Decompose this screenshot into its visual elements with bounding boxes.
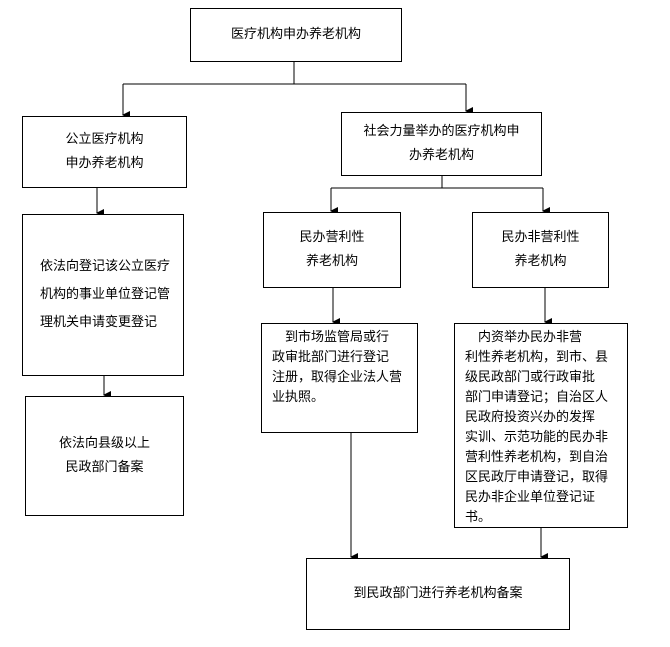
node-public-institution-label: 公立医疗机构 申办养老机构 [65, 132, 144, 171]
node-root-label: 医疗机构申办养老机构 [230, 27, 361, 42]
node-non-profit-registration: 内资举办民办非营 利性养老机构，到市、县 级民政部门或行政审批 部门申请登记；自… [454, 323, 628, 528]
node-final-filing-label: 到民政部门进行养老机构备案 [353, 586, 523, 601]
node-non-profit-registration-label: 内资举办民办非营 利性养老机构，到市、县 级民政部门或行政审批 部门申请登记；自… [465, 330, 609, 525]
node-public-change-registration: 依法向登记该公立医疗 机构的事业单位登记管 理机关申请变更登记 [22, 214, 184, 376]
node-public-filing: 依法向县级以上 民政部门备案 [25, 396, 184, 516]
node-root: 医疗机构申办养老机构 [190, 8, 402, 62]
node-non-profit: 民办非营利性 养老机构 [472, 212, 609, 288]
node-social-institution: 社会力量举办的医疗机构申 办养老机构 [341, 112, 542, 176]
node-for-profit-label: 民办营利性 养老机构 [299, 230, 365, 269]
node-for-profit: 民办营利性 养老机构 [263, 212, 401, 288]
node-for-profit-registration-label: 到市场监管局或行 政审批部门进行登记 注册，取得企业法人营 业执照。 [272, 330, 403, 405]
node-public-filing-label: 依法向县级以上 民政部门备案 [58, 436, 150, 475]
node-public-change-registration-label: 依法向登记该公立医疗 机构的事业单位登记管 理机关申请变更登记 [39, 259, 170, 330]
node-non-profit-label: 民办非营利性 养老机构 [501, 230, 580, 269]
node-public-institution: 公立医疗机构 申办养老机构 [22, 116, 187, 188]
node-social-institution-label: 社会力量举办的医疗机构申 办养老机构 [363, 124, 520, 163]
node-final-filing: 到民政部门进行养老机构备案 [306, 558, 570, 630]
node-for-profit-registration: 到市场监管局或行 政审批部门进行登记 注册，取得企业法人营 业执照。 [261, 323, 418, 433]
